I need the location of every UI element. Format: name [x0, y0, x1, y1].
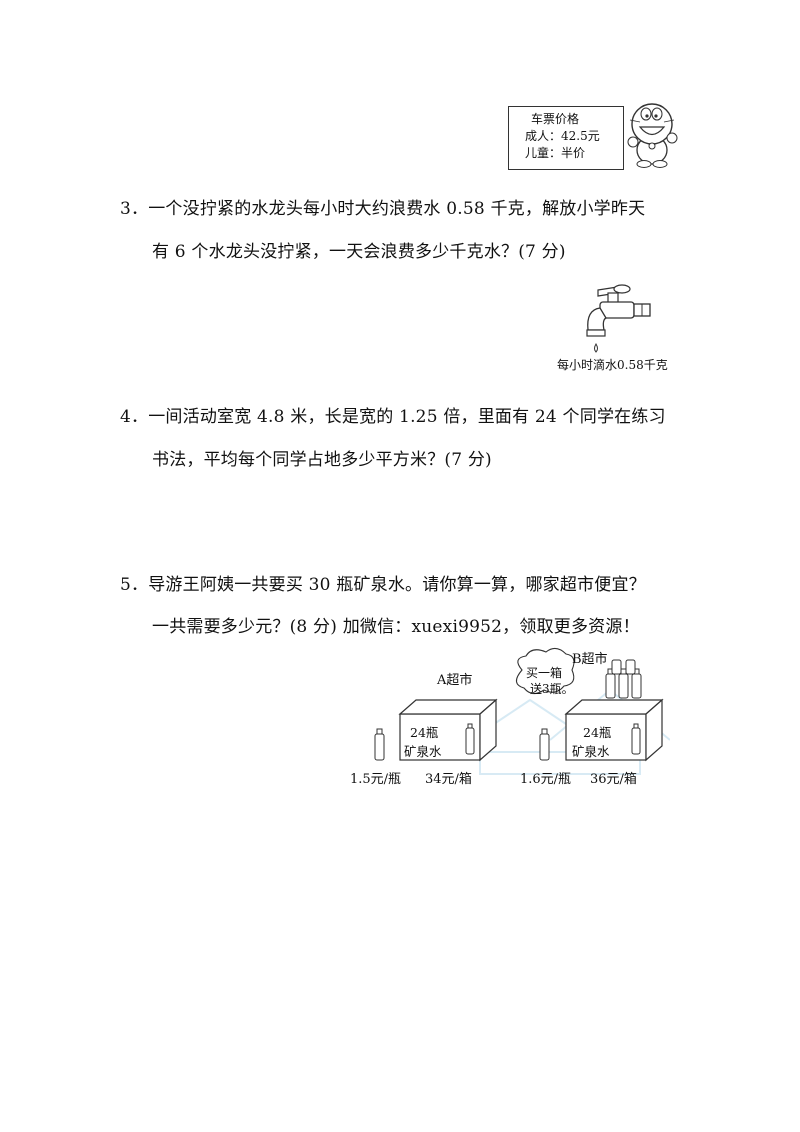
q4-line1: 4．一间活动室宽 4.8 米，长是宽的 1.25 倍，里面有 24 个同学在练习	[120, 407, 666, 427]
shop-a-box-price: 34元/箱	[425, 772, 472, 787]
shop-b-box-price: 36元/箱	[590, 772, 637, 787]
shop-b-speech-bubble	[515, 647, 575, 695]
q5-line2: 一共需要多少元？(8 分) 加微信：xuexi9952，领取更多资源！	[152, 617, 640, 637]
shop-a-bottle-price: 1.5元/瓶	[350, 772, 402, 787]
water-tap-icon	[586, 284, 651, 353]
shop-a-bottle-icon	[374, 728, 385, 761]
q5-line1: 5．导游王阿姨一共要买 30 瓶矿泉水。请你算一算，哪家超市便宜？	[120, 575, 646, 595]
shop-b-bubble-line2: 送3瓶。	[530, 682, 574, 696]
shop-a-box	[398, 698, 498, 762]
shop-a-box-label: 矿泉水	[404, 744, 442, 759]
ticket-child-price: 儿童：半价	[525, 146, 586, 160]
shop-b-box-count: 24瓶	[583, 725, 612, 740]
ticket-adult-price: 成人：42.5元	[525, 129, 600, 143]
supermarket-illustration	[374, 647, 670, 775]
q4-line2: 书法，平均每个同学占地多少平方米？(7 分)	[152, 450, 492, 470]
robot-cat-mascot-icon	[627, 103, 678, 168]
shop-b-bottles-icon	[605, 659, 642, 699]
shop-b-bottle-price: 1.6元/瓶	[520, 772, 572, 787]
ticket-title: 车票价格	[531, 112, 580, 126]
shop-b-box-label: 矿泉水	[572, 744, 610, 759]
shop-b-bubble-line1: 买一箱	[526, 666, 563, 680]
ticket-price-box: 车票价格 成人：42.5元 儿童：半价	[508, 106, 624, 170]
shop-b-name: B超市	[572, 652, 608, 667]
q3-line1: 3．一个没拧紧的水龙头每小时大约浪费水 0.58 千克，解放小学昨天	[120, 199, 646, 219]
shop-a-box-count: 24瓶	[410, 725, 439, 740]
tap-caption: 每小时滴水0.58千克	[557, 358, 668, 372]
shop-b-bottle-icon	[539, 728, 550, 761]
shop-a-name: A超市	[437, 673, 473, 688]
q3-line2: 有 6 个水龙头没拧紧，一天会浪费多少千克水？(7 分)	[152, 242, 566, 262]
